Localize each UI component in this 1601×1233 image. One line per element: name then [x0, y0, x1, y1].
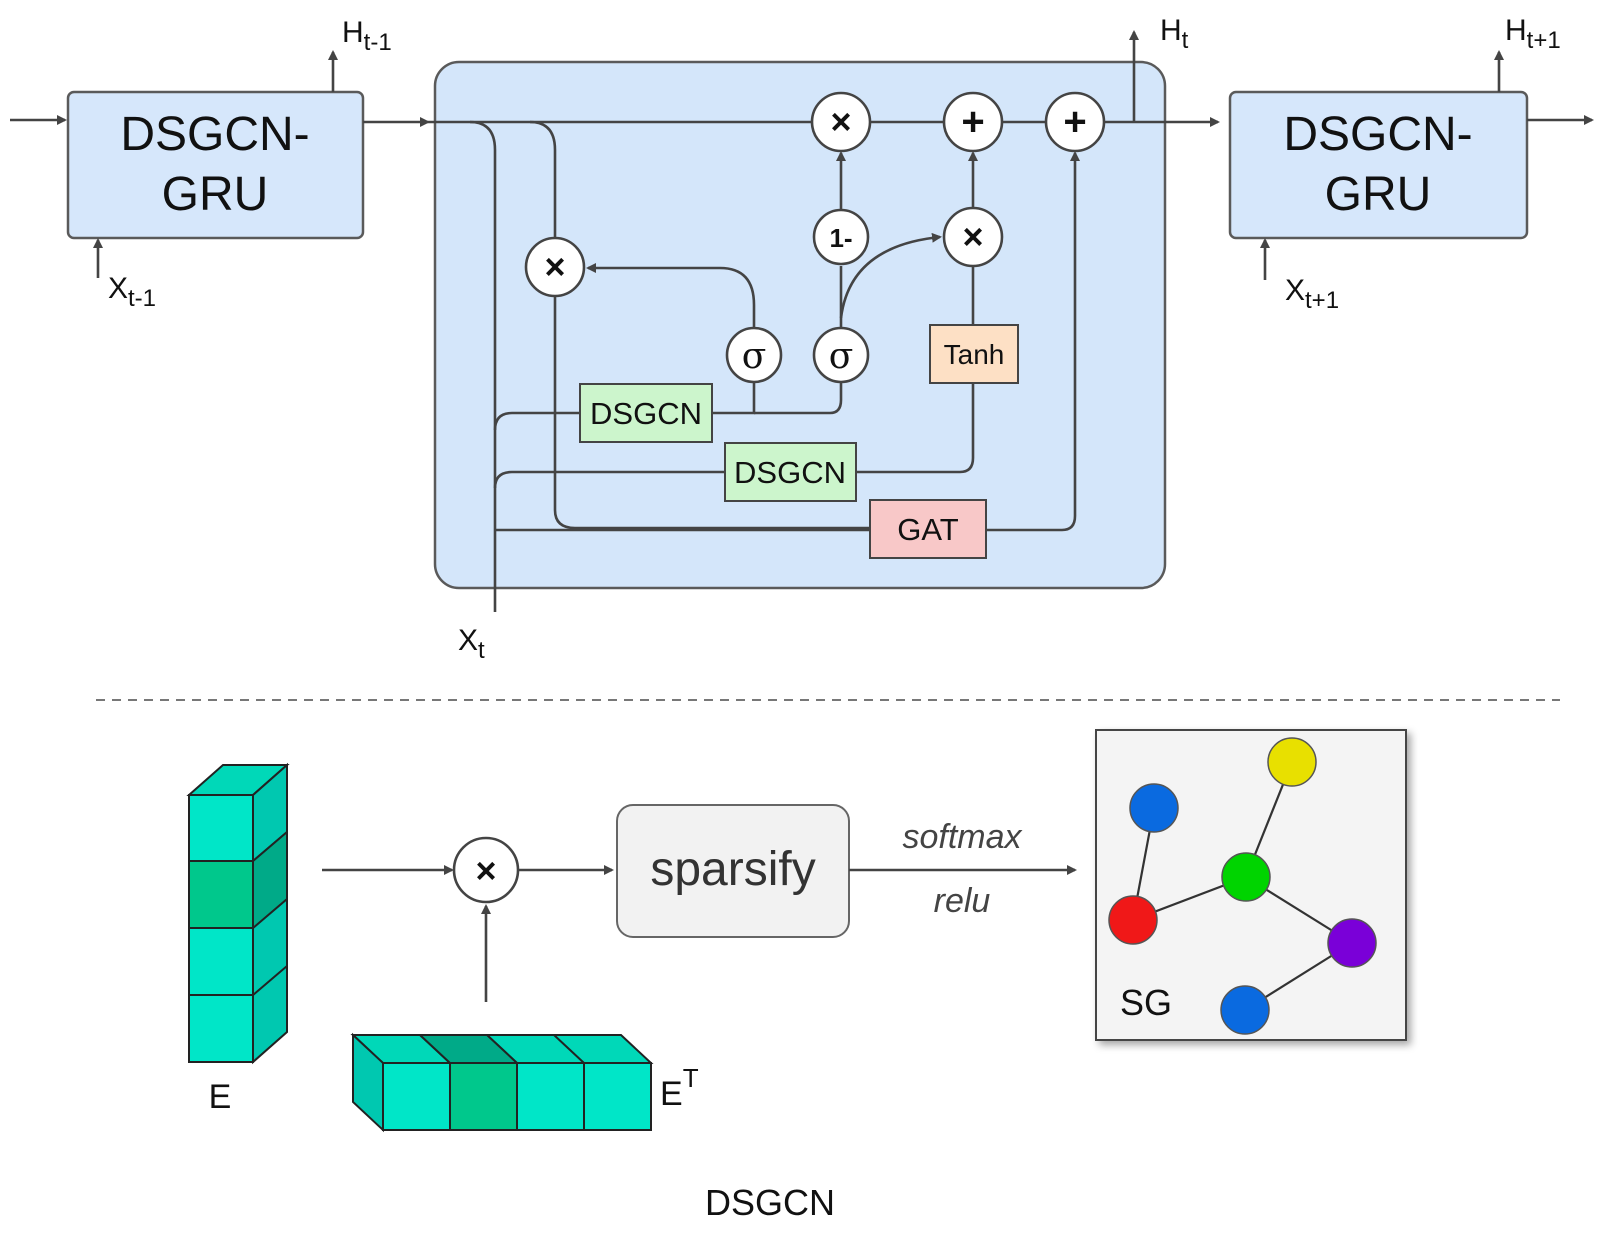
svg-text:Tanh: Tanh	[944, 339, 1005, 370]
svg-text:×: ×	[475, 850, 496, 891]
dsgcn-gru-cell-right	[1228, 90, 1529, 240]
svg-text:σ: σ	[829, 336, 854, 377]
gat-block	[869, 499, 987, 559]
x-cur-label: Xt	[458, 624, 485, 664]
relu-label: relu	[934, 882, 991, 920]
h-cur-label: Ht	[1160, 14, 1189, 54]
svg-text:×: ×	[962, 216, 983, 257]
cell-left-label-1: DSGCN-	[120, 108, 309, 161]
x-prev-label: Xt-1	[108, 272, 156, 312]
svg-text:×: ×	[830, 101, 851, 142]
sg-label: SG	[1120, 982, 1172, 1023]
x-t-trunk	[469, 120, 497, 612]
h-next-label: Ht+1	[1505, 14, 1561, 54]
graph-node-blue-top	[1129, 783, 1179, 833]
svg-text:σ: σ	[742, 336, 767, 377]
figure-caption: DSGCN	[705, 1182, 835, 1223]
softmax-label: softmax	[902, 818, 1022, 856]
et-label: ET	[660, 1063, 699, 1113]
dsgcn-block-gates	[579, 383, 713, 443]
graph-node-green	[1221, 852, 1271, 902]
svg-text:sparsify: sparsify	[650, 843, 815, 896]
embedding-e	[186, 762, 290, 1065]
graph-node-yellow	[1267, 737, 1317, 787]
graph-node-red	[1108, 895, 1158, 945]
h-prev-label: Ht-1	[342, 16, 392, 56]
graph-node-blue-bottom	[1220, 985, 1270, 1035]
embedding-e-transpose	[350, 1032, 654, 1133]
cell-right-label-2: GRU	[1325, 168, 1432, 221]
dsgcn-block-candidate	[724, 442, 857, 502]
svg-text:+: +	[961, 100, 984, 144]
graph-node-purple	[1327, 918, 1377, 968]
svg-text:DSGCN: DSGCN	[590, 396, 702, 431]
svg-text:+: +	[1063, 100, 1086, 144]
x-next-label: Xt+1	[1285, 274, 1339, 314]
multiply-op-reset	[524, 236, 586, 298]
svg-text:GAT: GAT	[897, 512, 958, 547]
dsgcn-gru-cell-left	[66, 90, 365, 240]
svg-text:×: ×	[544, 246, 565, 287]
e-label: E	[209, 1078, 232, 1116]
cell-left-label-2: GRU	[162, 168, 269, 221]
cell-right-label-1: DSGCN-	[1283, 108, 1472, 161]
svg-text:DSGCN: DSGCN	[734, 455, 846, 490]
svg-text:1-: 1-	[829, 223, 852, 253]
gru-cell-detail	[433, 60, 1167, 590]
tanh-block	[929, 324, 1019, 384]
